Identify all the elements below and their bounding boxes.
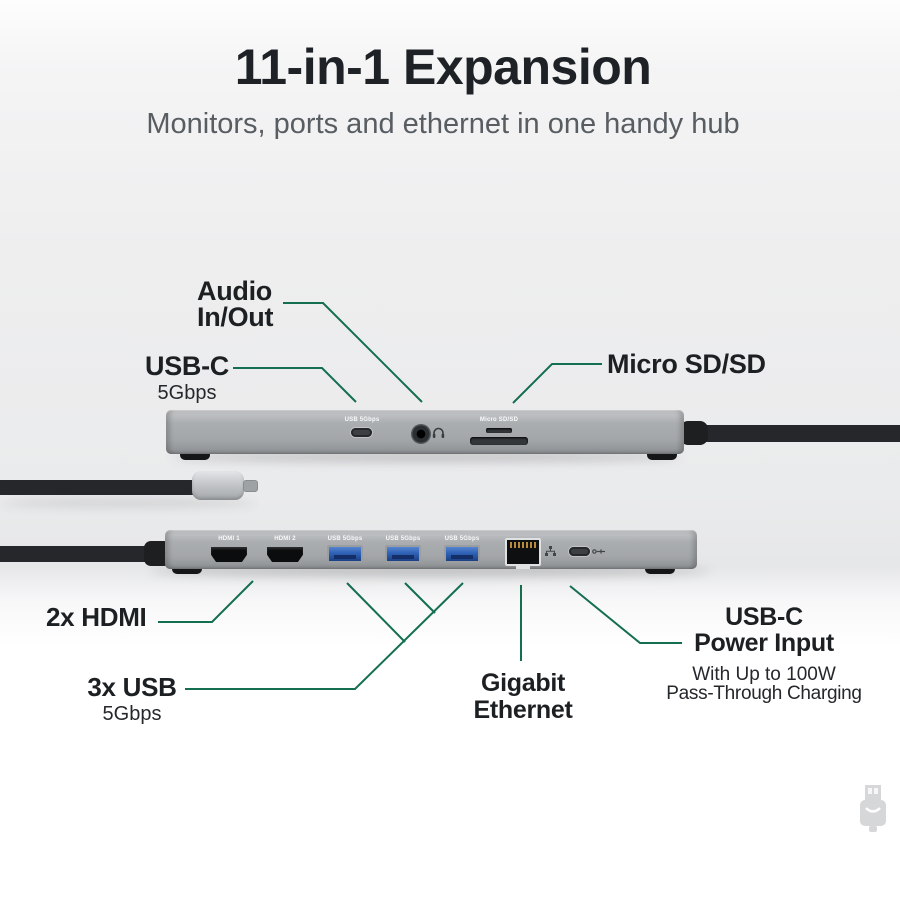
dock-front-view [165,530,697,569]
hdmi-port-1 [211,547,247,562]
host-cable [0,480,196,495]
usb3-print-label: USB 5Gbps [444,536,480,542]
headphone-icon [432,427,445,438]
usb-callout-line-branch2 [404,582,436,614]
power-callout-label: USB-C Power Input With Up to 100W Pass-T… [634,604,894,703]
hdmi2-print-label: HDMI 2 [274,536,296,542]
usb-callout-label: 3x USB 5Gbps [82,672,182,726]
usbc-port-print-label: USB 5Gbps [344,417,380,423]
hdmi-callout-label: 2x HDMI [46,602,147,632]
usb-a-port-2 [385,545,421,563]
usb1-print-label: USB 5Gbps [327,536,363,542]
ethernet-label-line2: Ethernet [473,696,573,724]
network-icon [545,546,556,556]
hdmi-callout-line [158,580,254,623]
bottom-device-cable [0,546,152,562]
usbc-power-port [569,547,590,556]
audio-label-line2: In/Out [197,302,274,332]
usbc-plug-tip [243,480,258,492]
power-label-line1: USB-C [725,603,803,631]
top-cable-boot [680,421,708,445]
usb-callout-line-branch1 [346,582,406,643]
power-icon [592,549,605,554]
usbc-top-callout-label: USB-C 5Gbps [144,351,230,405]
usb-label-speed: 5Gbps [102,703,162,725]
usb-a-port-1 [327,545,363,563]
microsd-card-slot [486,428,512,433]
ethernet-callout-label: Gigabit Ethernet [456,670,590,724]
usbc-data-port [351,428,372,437]
ethernet-port [505,538,541,569]
audio-jack-port [411,424,431,444]
sd-card-slot [470,437,528,445]
usbc-plug-body [192,471,244,500]
top-device-foot-left [180,449,210,460]
hdmi-port-2 [267,547,303,562]
microsd-callout-line [512,363,602,404]
usbc-top-label-speed: 5Gbps [157,382,217,404]
microsd-callout-label: Micro SD/SD [607,349,766,379]
audio-callout-label: Audio In/Out [197,276,274,332]
usbc-top-label-title: USB-C [145,351,229,381]
usb2-print-label: USB 5Gbps [385,536,421,542]
usb-plug-icon [860,785,886,832]
power-label-line2: Power Input [694,629,834,657]
usb-label-title: 3x USB [87,672,177,702]
page-title: 11-in-1 Expansion [234,39,652,95]
top-device-shadow [172,452,680,462]
top-device-foot-right [647,449,677,460]
audio-callout-line [283,302,423,403]
usbc-top-callout-line [233,367,357,403]
power-label-sub1: With Up to 100W [692,664,836,685]
audio-label-line1: Audio [197,276,272,306]
power-callout-line [569,585,682,644]
top-device-cable [700,425,900,442]
power-label-sub2: Pass-Through Charging [666,683,862,704]
usb-callout-line-main [185,582,464,690]
plug-shadow [0,499,256,507]
card-slot-print-label: Micro SD/SD [479,417,519,423]
ethernet-label-line1: Gigabit [480,669,565,697]
hdmi1-print-label: HDMI 1 [218,536,240,542]
page-subtitle: Monitors, ports and ethernet in one hand… [146,108,740,140]
usb-a-port-3 [444,545,480,563]
